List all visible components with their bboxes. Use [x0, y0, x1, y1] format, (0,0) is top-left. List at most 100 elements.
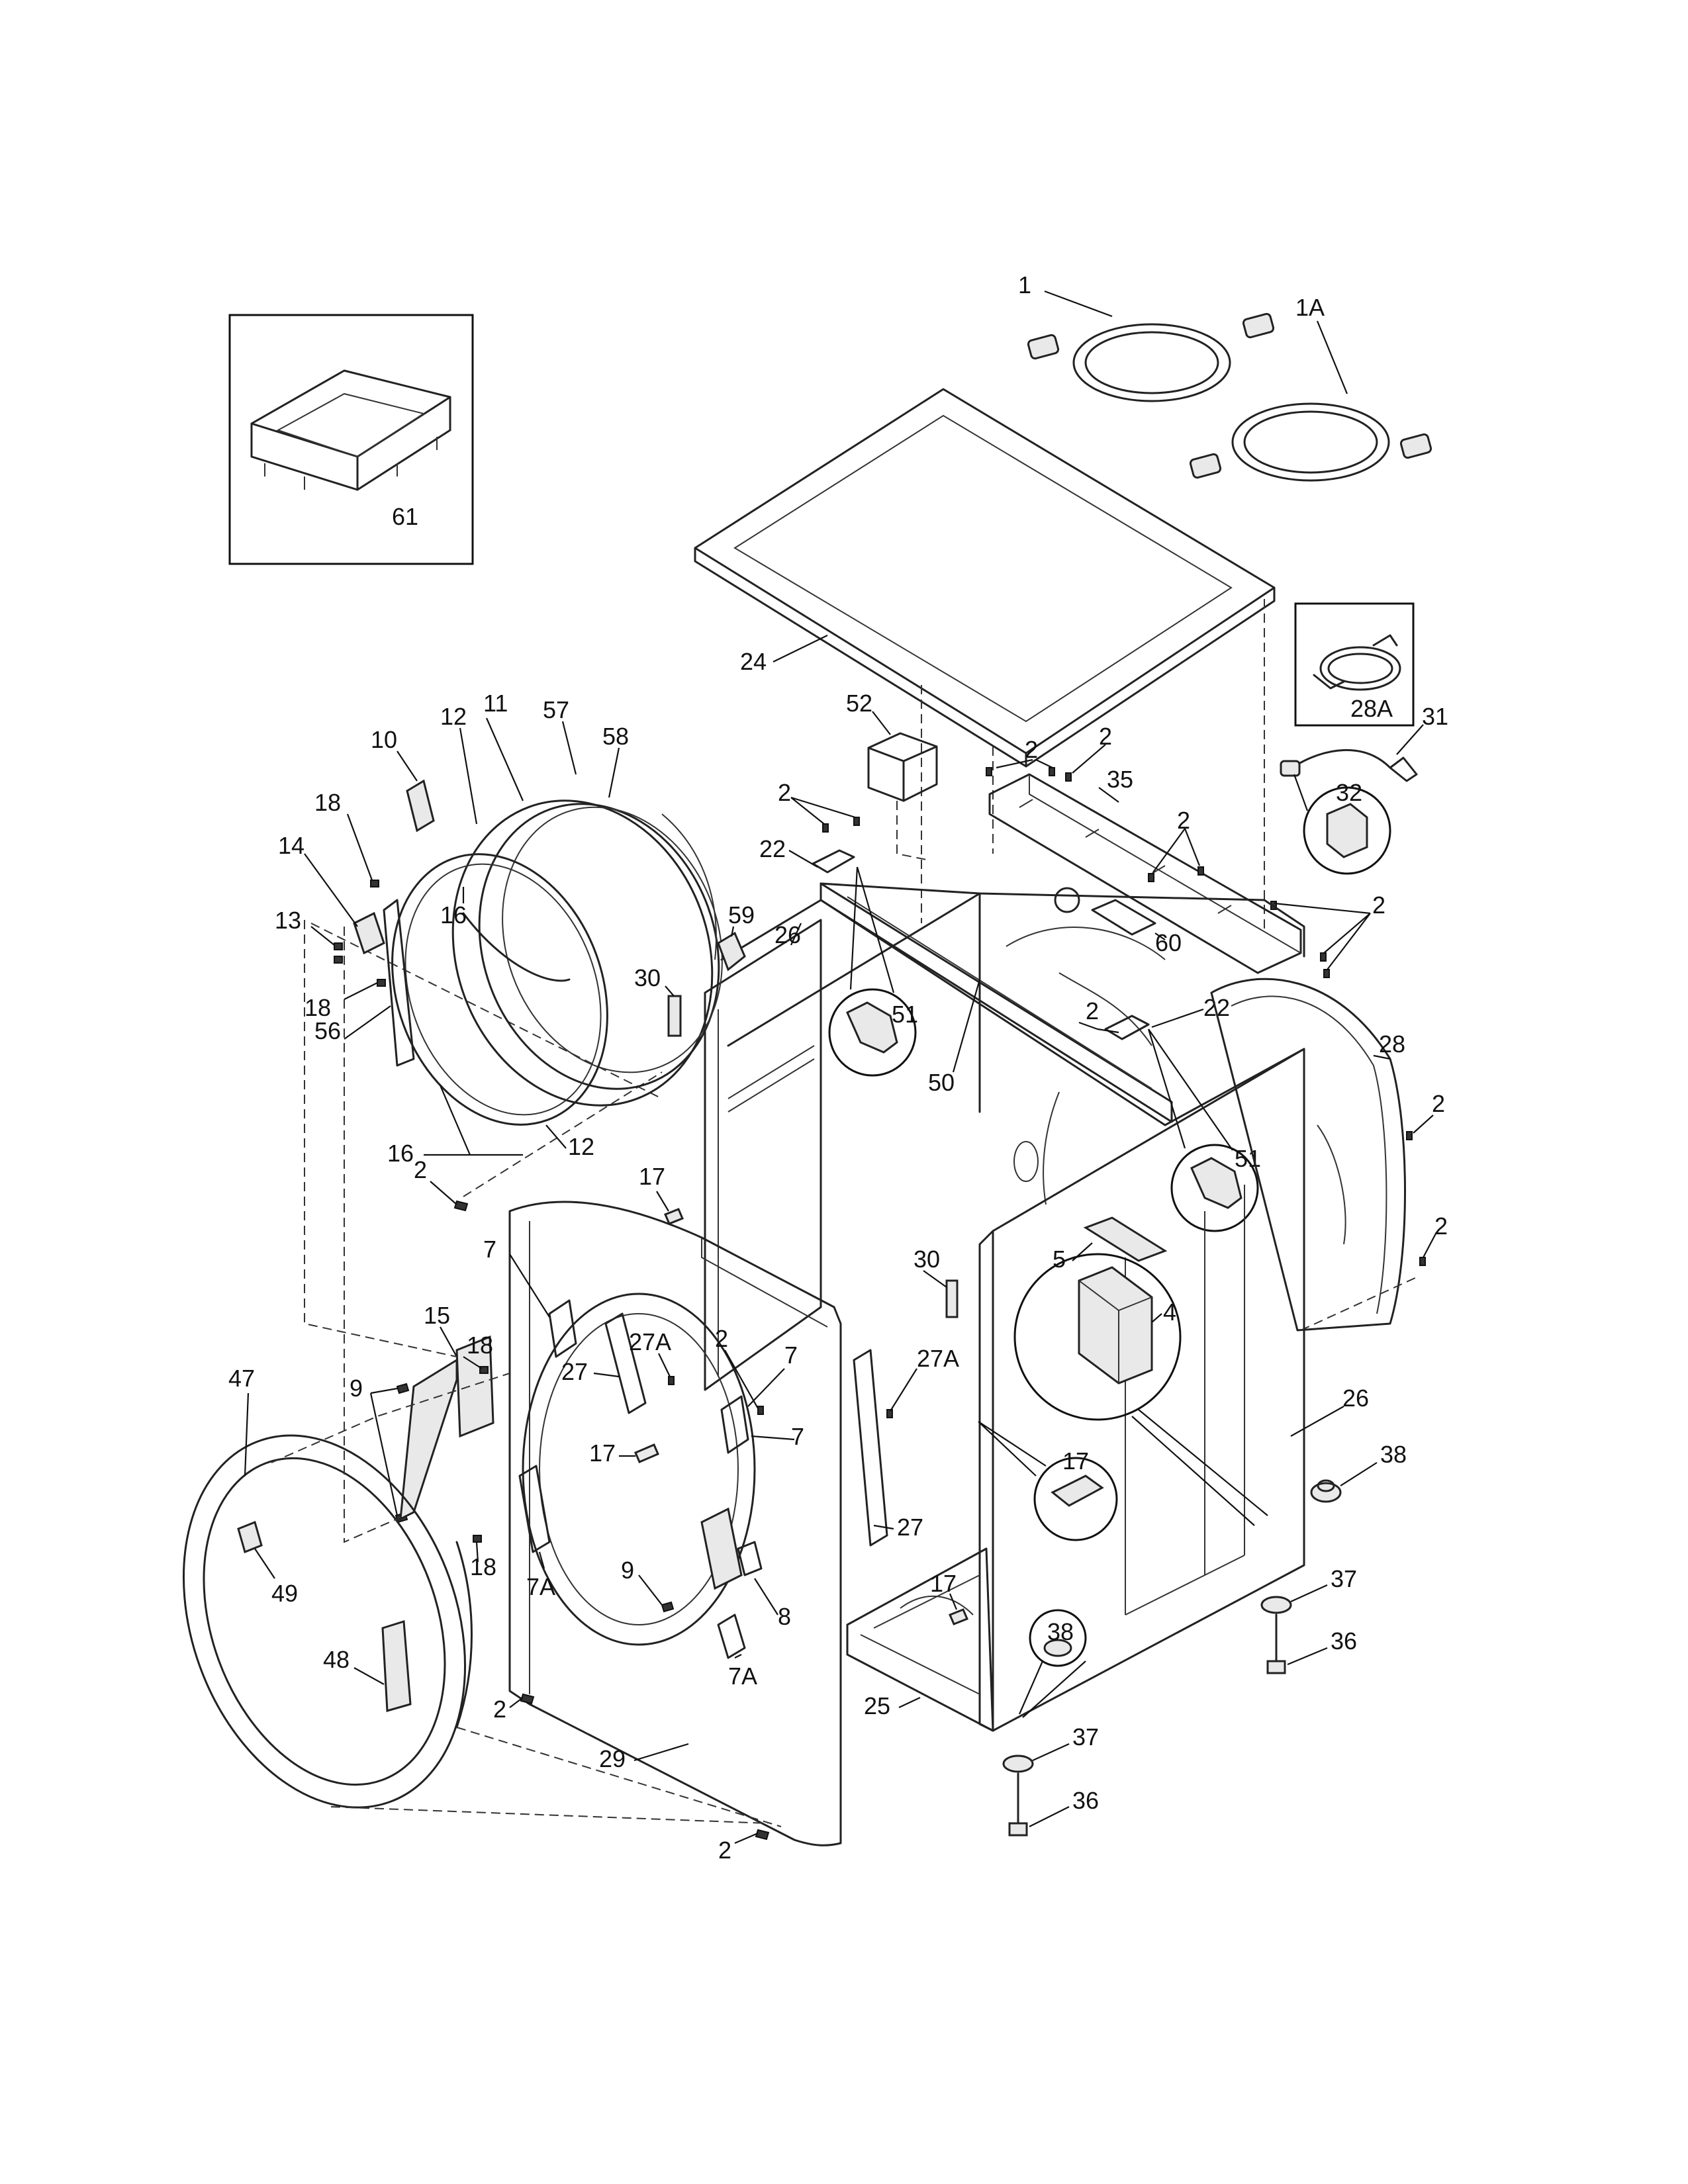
- door-lock-8: [700, 1507, 763, 1590]
- spring-16: [462, 912, 571, 982]
- foot-36-right: [1266, 1614, 1286, 1674]
- inset-box-28a: 28A: [1294, 602, 1415, 727]
- gasket-56: [383, 899, 415, 1067]
- label-32: 32: [1336, 779, 1362, 806]
- label-30-right: 30: [914, 1246, 940, 1273]
- label-59: 59: [728, 901, 755, 929]
- label-2-a: 2: [1025, 736, 1038, 763]
- bracket-22-left: [812, 849, 855, 874]
- terminal-block-60: [1054, 887, 1156, 936]
- detail-circle-17: [1033, 1457, 1118, 1541]
- label-17-c: 17: [930, 1570, 957, 1597]
- label-2-l: 2: [718, 1837, 731, 1864]
- label-27-right: 27: [897, 1514, 923, 1541]
- label-35: 35: [1107, 766, 1133, 793]
- label-31: 31: [1422, 703, 1448, 730]
- label-14: 14: [278, 832, 305, 859]
- label-37-lower: 37: [1072, 1723, 1099, 1751]
- box-part-52: [867, 732, 938, 802]
- label-2-k: 2: [493, 1696, 506, 1723]
- bracket-30-left: [667, 995, 682, 1037]
- fitting-17-b: [634, 1443, 659, 1463]
- label-2-d: 2: [1372, 891, 1385, 919]
- label-7a-b: 7A: [728, 1662, 757, 1690]
- label-38-right: 38: [1380, 1441, 1407, 1468]
- label-12-a: 12: [440, 703, 467, 730]
- label-2-e: 2: [778, 779, 791, 806]
- label-26-right: 26: [1342, 1385, 1369, 1412]
- label-11: 11: [483, 690, 508, 717]
- latch-10: [406, 779, 435, 833]
- label-7a-a: 7A: [526, 1573, 555, 1600]
- label-8: 8: [778, 1603, 791, 1630]
- label-61: 61: [392, 503, 418, 530]
- label-25: 25: [864, 1692, 890, 1719]
- label-2-f: 2: [1086, 997, 1099, 1024]
- label-26-left: 26: [774, 921, 801, 948]
- foot-37-right: [1260, 1596, 1292, 1614]
- label-7-a: 7: [483, 1236, 496, 1263]
- label-47: 47: [228, 1365, 255, 1392]
- cross-brace-50: [820, 882, 1173, 1123]
- hinge-parts-7: [548, 1299, 749, 1454]
- label-13: 13: [275, 907, 301, 934]
- label-16-a: 16: [440, 901, 467, 929]
- detail-circle-4-5: [1013, 1216, 1182, 1421]
- label-50: 50: [928, 1069, 955, 1096]
- label-17-detail: 17: [1062, 1447, 1089, 1475]
- door-catch-49: [237, 1520, 263, 1554]
- label-38-circle: 38: [1047, 1618, 1074, 1645]
- foot-38-right: [1310, 1479, 1342, 1503]
- label-5: 5: [1053, 1246, 1066, 1273]
- bracket-27-right: [853, 1349, 888, 1547]
- detail-circle-38: [1029, 1609, 1087, 1667]
- label-24: 24: [740, 648, 767, 675]
- inlet-hose-1a: [1189, 402, 1432, 482]
- foot-36-lower: [1008, 1772, 1028, 1837]
- label-18-a: 18: [467, 1332, 493, 1359]
- label-2-h: 2: [1434, 1212, 1448, 1240]
- label-51-left: 51: [892, 1001, 918, 1028]
- label-49: 49: [271, 1580, 298, 1607]
- label-2-b: 2: [1099, 723, 1112, 750]
- label-1: 1: [1018, 271, 1031, 298]
- label-1a: 1A: [1295, 294, 1325, 321]
- label-7-b: 7: [784, 1342, 798, 1369]
- label-30-left: 30: [634, 964, 661, 991]
- door-handle-48: [381, 1620, 412, 1712]
- label-36-lower: 36: [1072, 1787, 1099, 1814]
- foot-37-lower: [1002, 1754, 1034, 1773]
- label-48: 48: [323, 1646, 350, 1673]
- label-28a: 28A: [1350, 695, 1393, 722]
- rear-rail-35: [988, 773, 1302, 974]
- detail-circle-51-left: [828, 988, 917, 1077]
- label-37-right: 37: [1331, 1565, 1357, 1592]
- label-57: 57: [543, 696, 569, 723]
- top-panel-24: [694, 388, 1276, 768]
- label-58: 58: [602, 723, 629, 750]
- inlet-hose-1: [1027, 312, 1275, 402]
- label-9-a: 9: [350, 1375, 363, 1402]
- label-27a-b: 27A: [917, 1345, 959, 1372]
- latch-7a: [518, 1465, 746, 1659]
- label-27-left: 27: [561, 1358, 588, 1385]
- label-28: 28: [1379, 1030, 1405, 1058]
- screws-2-front-left: [453, 1200, 469, 1212]
- hinge-15: [399, 1335, 494, 1521]
- detail-circle-32: [1303, 786, 1391, 875]
- clamp-ring-12: [391, 853, 608, 1126]
- front-panel-29: [508, 1201, 842, 1846]
- label-16-b: 16: [387, 1140, 414, 1167]
- label-9-b: 9: [621, 1557, 634, 1584]
- label-60: 60: [1155, 929, 1182, 956]
- label-36-right: 36: [1331, 1627, 1357, 1655]
- bracket-30-right: [945, 1279, 959, 1318]
- pivot-14: [353, 911, 385, 955]
- label-2-i: 2: [715, 1325, 728, 1352]
- door-assembly-47: [182, 1434, 473, 1809]
- power-cord-31: [1280, 749, 1418, 782]
- label-2-c: 2: [1177, 807, 1190, 834]
- label-15: 15: [424, 1302, 450, 1329]
- label-29: 29: [599, 1745, 626, 1772]
- label-4: 4: [1163, 1298, 1176, 1326]
